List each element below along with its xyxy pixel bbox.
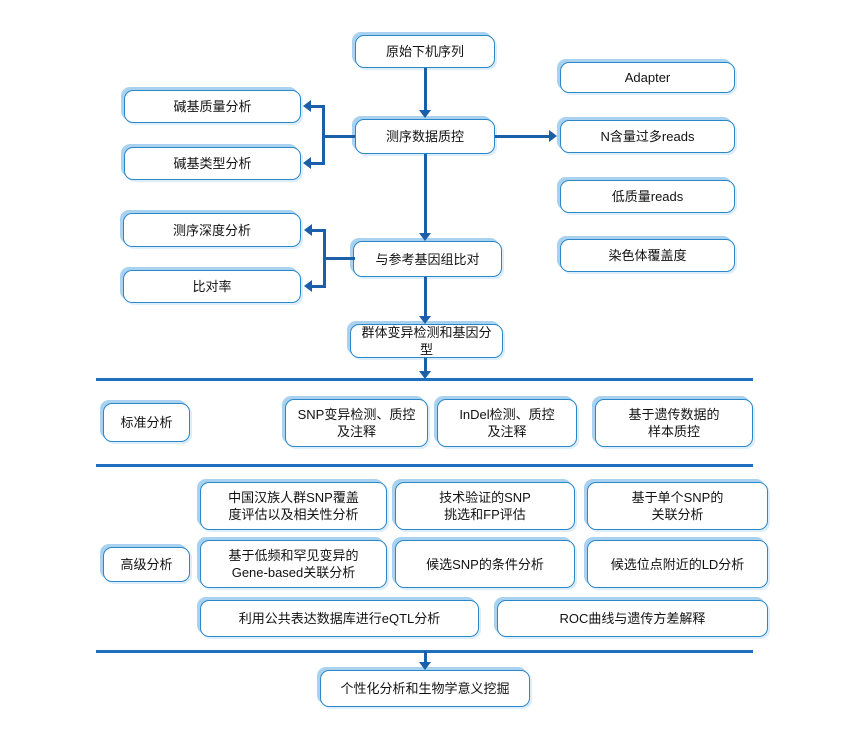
arrow-left-icon — [304, 280, 312, 292]
node-raw-sequence: 原始下机序列 — [355, 35, 495, 68]
node-snp-detection-annotation: SNP变异检测、质控 及注释 — [285, 399, 428, 447]
node-roc-heritability: ROC曲线与遗传方差解释 — [497, 600, 768, 637]
node-base-type-analysis: 碱基类型分析 — [124, 147, 301, 180]
node-validated-snp-fp: 技术验证的SNP 挑选和FP评估 — [395, 482, 575, 530]
arrow-down-icon — [419, 662, 431, 670]
node-sequencing-qc: 测序数据质控 — [355, 119, 495, 154]
node-base-quality-analysis: 碱基质量分析 — [124, 90, 301, 123]
label-standard-analysis: 标准分析 — [103, 403, 190, 442]
node-chromosome-coverage: 染色体覆盖度 — [560, 239, 735, 272]
arrow-left-icon — [303, 157, 311, 169]
connector-align-branch-vertical — [323, 229, 326, 288]
connector-to-base-type — [311, 162, 322, 165]
node-variant-calling-genotyping: 群体变异检测和基因分型 — [350, 324, 503, 358]
connector-to-mapping-rate — [312, 285, 323, 288]
node-adapter: Adapter — [560, 62, 735, 93]
node-mapping-rate: 比对率 — [123, 270, 301, 303]
node-sequencing-depth-analysis: 测序深度分析 — [123, 213, 301, 247]
arrow-down-icon — [419, 233, 431, 241]
divider-line-top — [96, 378, 753, 381]
connector-align-to-variant — [424, 277, 427, 317]
node-han-snp-coverage: 中国汉族人群SNP覆盖 度评估以及相关性分析 — [200, 482, 387, 530]
node-gene-based-association: 基于低频和罕见变异的 Gene-based关联分析 — [200, 540, 387, 588]
connector-to-depth — [312, 229, 323, 232]
connector-qc-branch-vertical — [322, 105, 325, 165]
node-personalized-analysis: 个性化分析和生物学意义挖掘 — [320, 670, 530, 707]
arrow-down-icon — [419, 316, 431, 324]
node-align-reference-genome: 与参考基因组比对 — [353, 241, 502, 277]
node-ld-analysis: 候选位点附近的LD分析 — [587, 540, 768, 588]
arrow-right-icon — [549, 130, 557, 142]
connector-variant-to-standard — [424, 358, 427, 372]
node-eqtl-analysis: 利用公共表达数据库进行eQTL分析 — [200, 600, 479, 637]
connector-to-base-quality — [311, 105, 322, 108]
arrow-down-icon — [419, 371, 431, 379]
connector-qc-branch-stub — [322, 135, 355, 138]
connector-to-final — [424, 651, 427, 663]
node-genetic-sample-qc: 基于遗传数据的 样本质控 — [595, 399, 753, 447]
connector-raw-to-qc — [424, 68, 427, 110]
node-n-content-reads: N含量过多reads — [560, 120, 735, 153]
node-single-snp-association: 基于单个SNP的 关联分析 — [587, 482, 768, 530]
connector-align-branch-stub — [323, 257, 355, 260]
arrow-left-icon — [304, 224, 312, 236]
arrow-down-icon — [419, 110, 431, 118]
node-indel-detection-annotation: InDel检测、质控 及注释 — [437, 399, 577, 447]
connector-qc-to-align — [424, 154, 427, 234]
divider-line-middle — [96, 464, 753, 467]
label-advanced-analysis: 高级分析 — [103, 547, 190, 582]
connector-qc-to-nreads — [495, 135, 549, 138]
node-candidate-snp-conditional: 候选SNP的条件分析 — [395, 540, 575, 588]
node-low-quality-reads: 低质量reads — [560, 180, 735, 213]
arrow-left-icon — [303, 100, 311, 112]
